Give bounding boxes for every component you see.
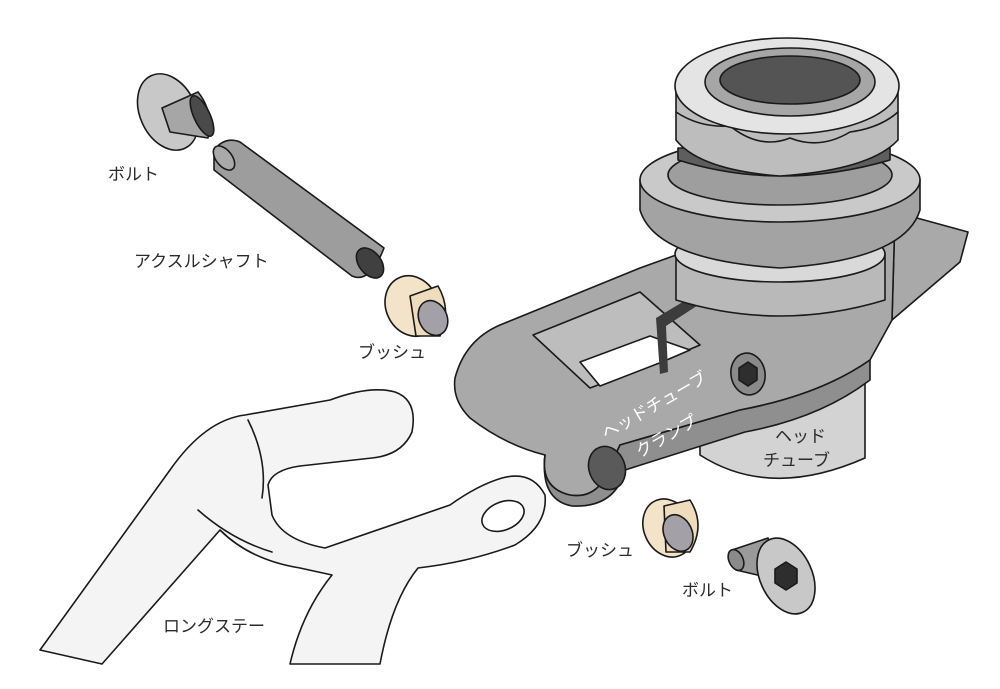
steerer-bore xyxy=(719,55,861,105)
axle-shaft-part xyxy=(212,139,385,279)
label-bolt-top: ボルト xyxy=(108,165,159,185)
hex-socket-icon xyxy=(774,561,798,591)
label-head-tube-line2: チューブ xyxy=(763,450,830,471)
bush-top-part xyxy=(384,275,449,337)
long-stay-part xyxy=(39,388,547,665)
label-bolt-bottom: ボルト xyxy=(682,581,733,601)
label-bush-top: ブッシュ xyxy=(358,342,426,363)
bolt-bottom-part xyxy=(727,537,816,615)
bolt-top-part xyxy=(136,73,215,151)
label-bush-bottom: ブッシュ xyxy=(566,540,634,561)
label-long-stay: ロングステー xyxy=(163,617,265,637)
label-axle-shaft: アクスルシャフト xyxy=(134,252,269,272)
headset-locknut-stack xyxy=(639,37,921,317)
long-stay-mount-hole xyxy=(481,499,525,533)
label-head-tube-line1: ヘッド xyxy=(775,427,826,447)
clamp-pivot-hole xyxy=(587,445,627,491)
bush-bottom-part xyxy=(642,498,699,558)
